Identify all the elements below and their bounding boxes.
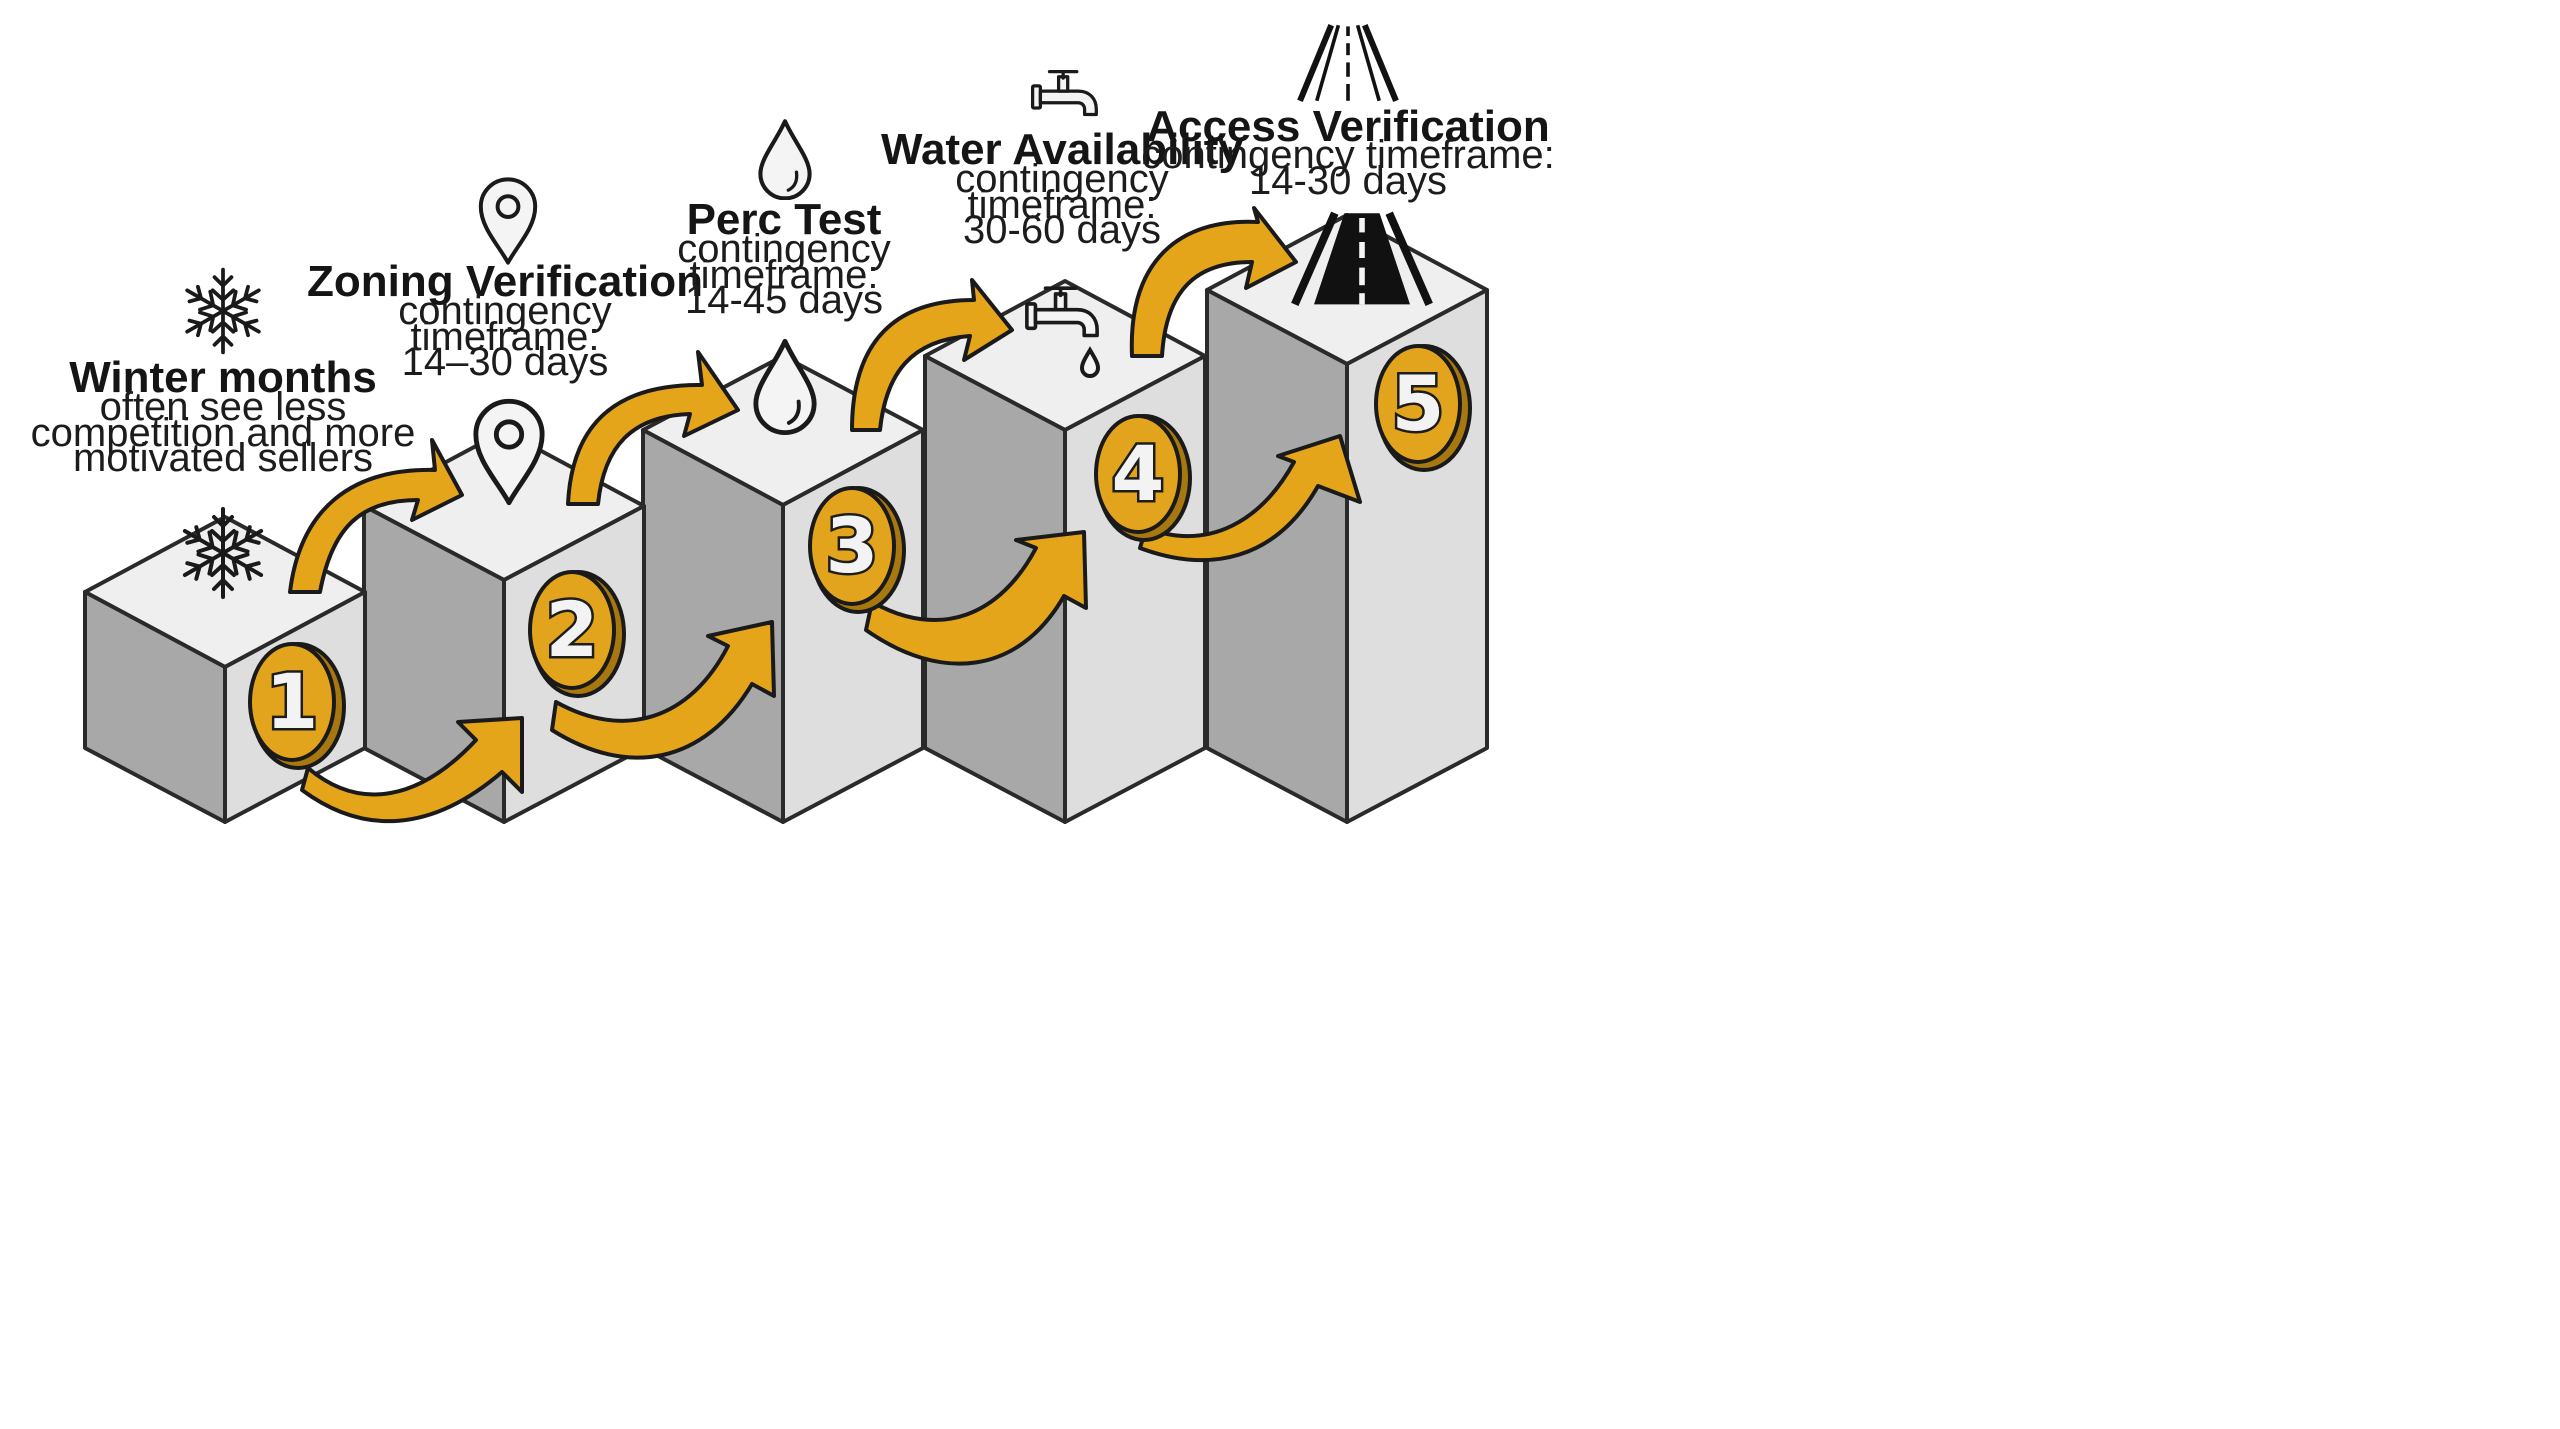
step-line: motivated sellers: [73, 436, 373, 480]
step-line: often see less: [100, 385, 347, 429]
step-number-4: 4: [1094, 414, 1192, 542]
arrow-rise-2-3: [550, 620, 776, 760]
step-label-1: Winter months often see less competition…: [31, 353, 416, 480]
step-title: Perc Test: [687, 195, 882, 244]
step-number-3: 3: [808, 486, 906, 614]
map-pin-icon: [481, 179, 535, 262]
step-label-4: Water Availability contingency timeframe…: [881, 125, 1243, 252]
water-faucet-icon: [1030, 69, 1098, 117]
step-line: competition and more: [31, 411, 416, 455]
step-line: contingency: [398, 289, 611, 333]
svg-text:3: 3: [826, 501, 879, 590]
step-line: 14–30 days: [402, 340, 609, 384]
svg-text:4: 4: [1112, 429, 1165, 518]
step-number-2: 2: [528, 570, 626, 698]
arrow-hop-1-2: [288, 438, 464, 594]
svg-text:5: 5: [1392, 359, 1445, 448]
step-label-2: Zoning Verification contingency timefram…: [307, 257, 703, 384]
step-line: 14-45 days: [685, 278, 883, 322]
snowflake-icon: [182, 270, 264, 353]
step-line: timeframe:: [968, 183, 1157, 227]
step-line: contingency: [955, 157, 1168, 201]
svg-text:1: 1: [266, 657, 319, 746]
arrow-hop-2-3: [566, 350, 740, 506]
step-line: timeframe:: [411, 315, 600, 359]
step-line: timeframe:: [690, 253, 879, 297]
arrow-rise-4-5: [1138, 434, 1362, 563]
step-line: 14-30 days: [1249, 159, 1447, 203]
step-label-5: Access Verification contingency timefram…: [1141, 102, 1555, 203]
step-number-1: 1: [248, 642, 346, 770]
arrow-hop-4-5: [1129, 206, 1298, 358]
step-title: Access Verification: [1146, 102, 1550, 151]
arrow-rise-1-2: [300, 716, 524, 824]
arrow-hop-3-4: [850, 278, 1014, 432]
step-line: contingency: [677, 227, 890, 271]
step-line: 30-60 days: [963, 208, 1161, 252]
step-line: contingency timeframe:: [1141, 133, 1555, 177]
arrow-rise-3-4: [864, 530, 1088, 666]
faucet-drip-icon: [1079, 346, 1101, 378]
svg-text:2: 2: [546, 585, 599, 674]
water-drop-icon: [756, 341, 814, 432]
step-label-3: Perc Test contingency timeframe: 14-45 d…: [677, 195, 890, 322]
water-drop-icon: [760, 121, 809, 198]
step-title: Water Availability: [881, 125, 1243, 174]
step-title: Zoning Verification: [307, 257, 703, 306]
step-number-5: 5: [1374, 344, 1472, 472]
road-icon: [1300, 25, 1396, 101]
step-title: Winter months: [69, 353, 377, 402]
